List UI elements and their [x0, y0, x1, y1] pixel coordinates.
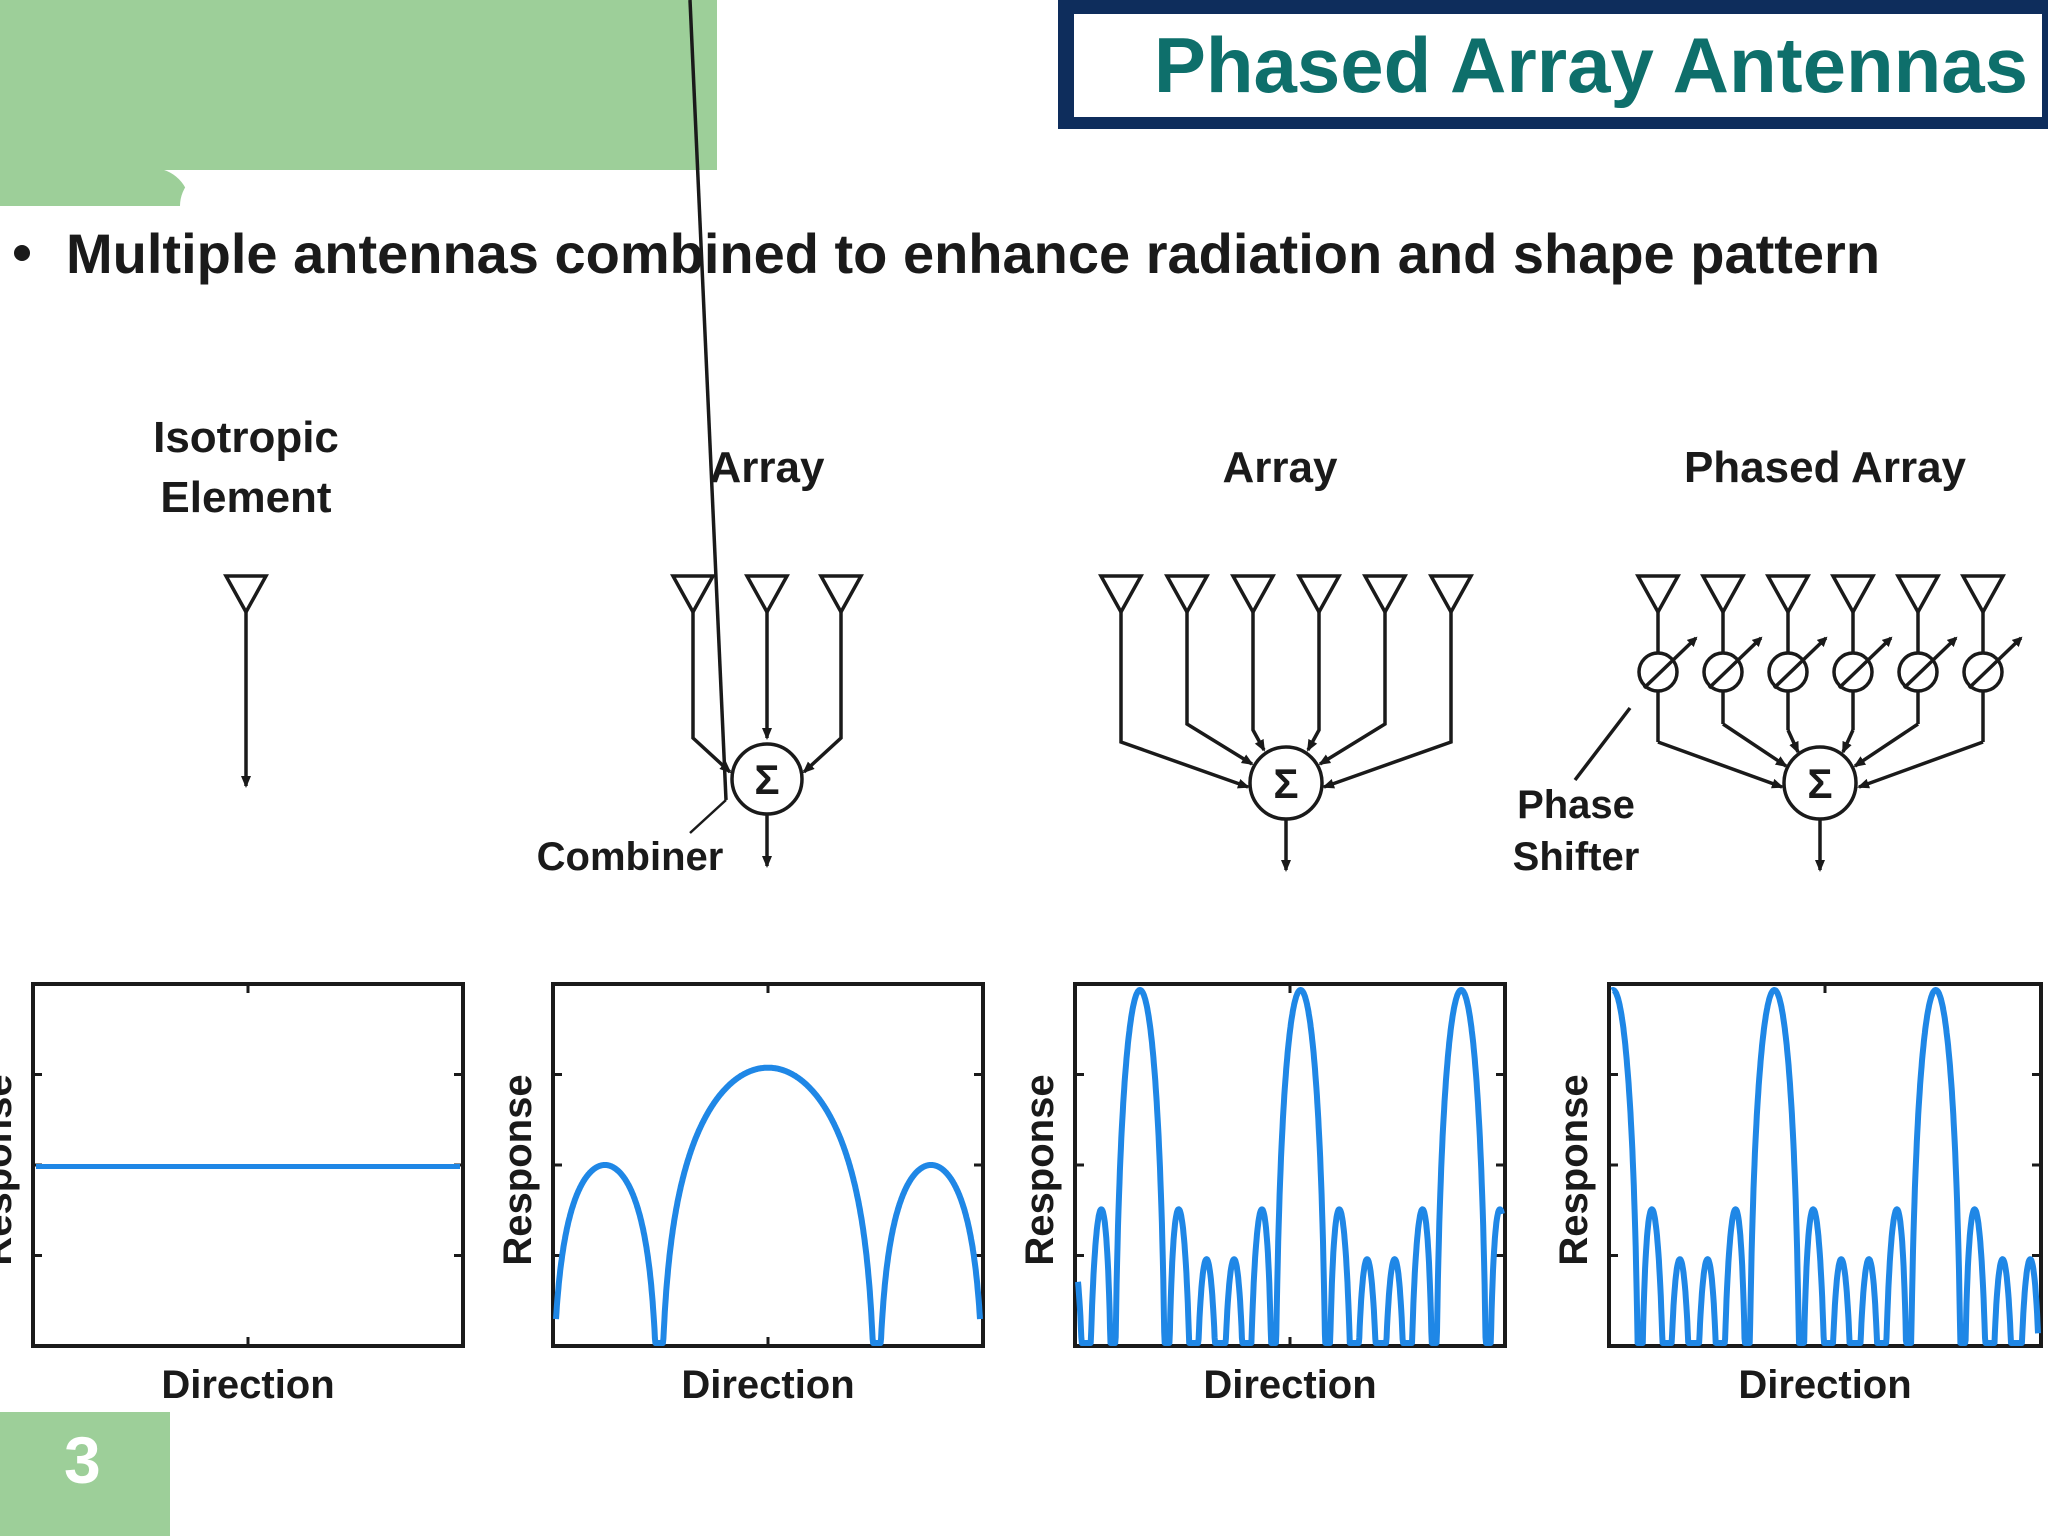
phase-shifter-icon: [1832, 612, 1893, 730]
phase-shifter-icon: [1962, 612, 2023, 742]
antenna-icon: [1960, 574, 2006, 616]
phase-shifter-icon: [1637, 612, 1698, 742]
phase-shifter-label-line: Phase: [1517, 783, 1635, 827]
page-number-tab: 3: [0, 1412, 170, 1536]
antenna-icon: [1635, 574, 1681, 616]
signal-line: [1318, 612, 1387, 766]
plot-frame: [551, 982, 985, 1348]
antenna-icon: [1895, 574, 1941, 616]
antenna-icon: [1098, 574, 1144, 616]
combiner-label: Combiner: [537, 835, 724, 879]
response-plot: Direction Response: [1018, 982, 1507, 1407]
antenna-icon: [1428, 574, 1474, 616]
slide-title: Phased Array Antennas: [1153, 21, 2028, 109]
x-axis-label: Direction: [1203, 1363, 1376, 1407]
phase-shifter-icon: [1702, 612, 1763, 724]
antenna-icon: [1296, 574, 1342, 616]
isotropic-element-diagram: [223, 574, 269, 788]
y-axis-label: Response: [0, 1074, 20, 1265]
signal-line: [1657, 740, 1784, 789]
response-plots: DirectionResponseDirectionResponseDirect…: [0, 982, 2043, 1407]
signal-line: [1322, 612, 1453, 789]
combiner-pointer-line: [688, 0, 728, 801]
diagram-title-array-6: Array: [1223, 443, 1338, 492]
bullet-point: Multiple antennas combined to enhance ra…: [6, 218, 2048, 288]
array-3-diagram: [670, 0, 864, 868]
phase-shifter-icon: [1767, 612, 1828, 730]
corner-decoration-tab: [0, 168, 190, 206]
x-axis-label: Direction: [681, 1363, 854, 1407]
y-axis-label: Response: [1552, 1074, 1596, 1265]
diagram-title-line: Isotropic: [153, 413, 339, 462]
response-plot: Direction Response: [1552, 982, 2043, 1407]
signal-line: [1841, 729, 1855, 754]
title-frame: Phased Array Antennas: [1058, 0, 2048, 129]
antenna-icon: [744, 574, 790, 616]
signal-line: [1306, 612, 1321, 752]
response-curve: [553, 1064, 983, 1346]
antenna-icon: [223, 574, 269, 616]
phase-shifter-icon: [1897, 612, 1958, 724]
array-6-diagram: [1098, 574, 1474, 872]
bullet-dot-icon: [14, 245, 30, 261]
antenna-icon: [670, 574, 716, 616]
response-plot: Direction Response: [496, 982, 985, 1407]
y-axis-label: Response: [496, 1074, 540, 1265]
antenna-icon: [1362, 574, 1408, 616]
antenna-icon: [818, 574, 864, 616]
corner-decoration-cutout: [180, 170, 717, 206]
sum-symbol: Σ: [754, 756, 779, 803]
signal-line: [1185, 612, 1254, 766]
antenna-icon: [1700, 574, 1746, 616]
signal-line: [1853, 722, 1919, 768]
signal-line: [1722, 722, 1788, 768]
response-plot: Direction Response: [0, 982, 465, 1407]
diagram-title-phased-array: Phased Array: [1684, 443, 1967, 492]
signal-line: [802, 612, 843, 774]
x-axis-label: Direction: [1738, 1363, 1911, 1407]
title-panel: Phased Array Antennas: [1074, 14, 2042, 117]
x-axis-label: Direction: [161, 1363, 334, 1407]
diagram-title-line: Element: [160, 473, 332, 522]
response-curve: [1609, 987, 2041, 1346]
phase-shifter-label-line: Shifter: [1513, 835, 1640, 879]
diagram-title-array-3: Array: [710, 443, 825, 492]
phase-shifter-pointer-line: [1573, 706, 1632, 782]
phased-array-diagram: [1573, 574, 2023, 872]
antenna-icon: [1830, 574, 1876, 616]
y-axis-label: Response: [1018, 1074, 1062, 1265]
signal-line: [1786, 729, 1800, 754]
signal-line: [1251, 612, 1266, 752]
sum-symbol: Σ: [1807, 760, 1832, 807]
corner-decoration: [0, 0, 717, 170]
page-number: 3: [64, 1423, 101, 1497]
signal-line: [691, 612, 732, 774]
antenna-icon: [1765, 574, 1811, 616]
bullet-text: Multiple antennas combined to enhance ra…: [66, 221, 1881, 285]
combiner-pointer-line: [689, 799, 727, 834]
signal-line: [1857, 740, 1984, 789]
signal-line: [1119, 612, 1250, 789]
sum-symbol: Σ: [1273, 760, 1298, 807]
diagram-title-isotropic: Isotropic Element: [153, 413, 339, 522]
antenna-icon: [1230, 574, 1276, 616]
response-curve: [1075, 987, 1505, 1346]
antenna-icon: [1164, 574, 1210, 616]
